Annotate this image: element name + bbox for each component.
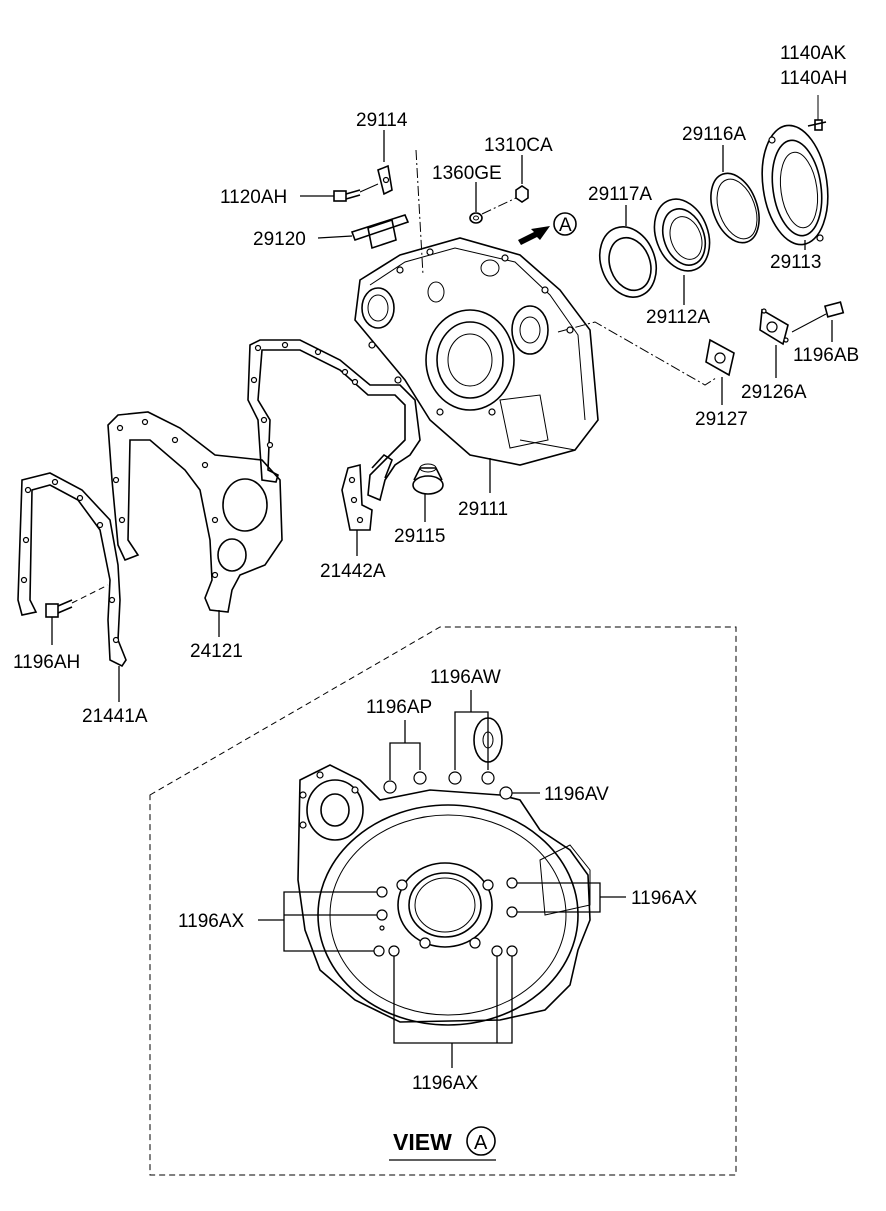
bolt-1120ah-part	[333, 183, 379, 202]
label-1196ax-right: 1196AX	[631, 888, 698, 909]
centerline-top	[415, 149, 424, 276]
label-29114: 29114	[356, 110, 408, 131]
plug-29115-part	[412, 463, 444, 495]
label-29116a: 29116A	[682, 124, 746, 145]
housing-view-a-part	[297, 717, 591, 1026]
plate-29120-part	[350, 214, 410, 250]
label-1196ab: 1196AB	[793, 345, 859, 366]
plate-24121-part	[107, 411, 283, 613]
label-1310ca: 1310CA	[484, 135, 553, 156]
view-a-frame	[149, 626, 737, 1176]
ring-29116a-part	[710, 172, 760, 244]
label-1120ah: 1120AH	[220, 187, 287, 208]
gasket-29127-part	[705, 338, 735, 377]
washer-1360ge-part	[469, 212, 483, 224]
bolt-1196ab-part	[791, 301, 845, 333]
label-1196aw: 1196AW	[430, 667, 501, 688]
label-1360ge: 1360GE	[432, 163, 502, 184]
flywheel-housing-29111-part	[354, 237, 599, 466]
label-1140ak: 1140AK	[780, 43, 847, 64]
label-29117a: 29117A	[588, 184, 652, 205]
label-1196ah: 1196AH	[13, 652, 80, 673]
gasket-housing-rear-part	[247, 339, 421, 502]
arrow-marker-label: A	[559, 215, 572, 236]
label-1196ap: 1196AP	[366, 697, 432, 718]
view-marker: A	[474, 1132, 488, 1154]
label-1196ax-left: 1196AX	[178, 911, 245, 932]
seal-29112a-part	[653, 198, 711, 272]
gasket-21442a-part	[341, 453, 393, 531]
gasket-21441a-part	[17, 472, 127, 668]
bolt-1196ah-part	[45, 584, 109, 618]
plate-29126a-part	[759, 308, 789, 346]
view-title: VIEW	[393, 1129, 452, 1155]
label-29111: 29111	[458, 499, 508, 520]
centerline-right	[557, 321, 717, 386]
label-29113: 29113	[770, 252, 821, 273]
label-29120: 29120	[253, 229, 306, 250]
label-29126a: 29126A	[741, 382, 807, 403]
seal-29117a-part	[598, 226, 658, 298]
label-21442a: 21442A	[320, 561, 386, 582]
view-a-bolt-holes	[373, 771, 518, 957]
label-1196ax-bottom: 1196AX	[412, 1073, 479, 1094]
label-21441a: 21441A	[82, 706, 148, 727]
label-29112a: 29112A	[646, 307, 710, 328]
bolt-1140ak-part	[807, 95, 827, 131]
nut-1310ca-part	[515, 185, 529, 203]
label-29127: 29127	[695, 409, 748, 430]
view-a-arrow-icon: A	[518, 212, 577, 245]
view-a-heading: VIEW A	[389, 1126, 496, 1161]
retainer-29113-part	[761, 124, 829, 246]
label-29115: 29115	[394, 526, 445, 547]
label-1196av: 1196AV	[544, 784, 609, 805]
bracket-29114-part	[377, 164, 393, 196]
label-24121: 24121	[190, 641, 243, 662]
label-1140ah: 1140AH	[780, 68, 847, 89]
